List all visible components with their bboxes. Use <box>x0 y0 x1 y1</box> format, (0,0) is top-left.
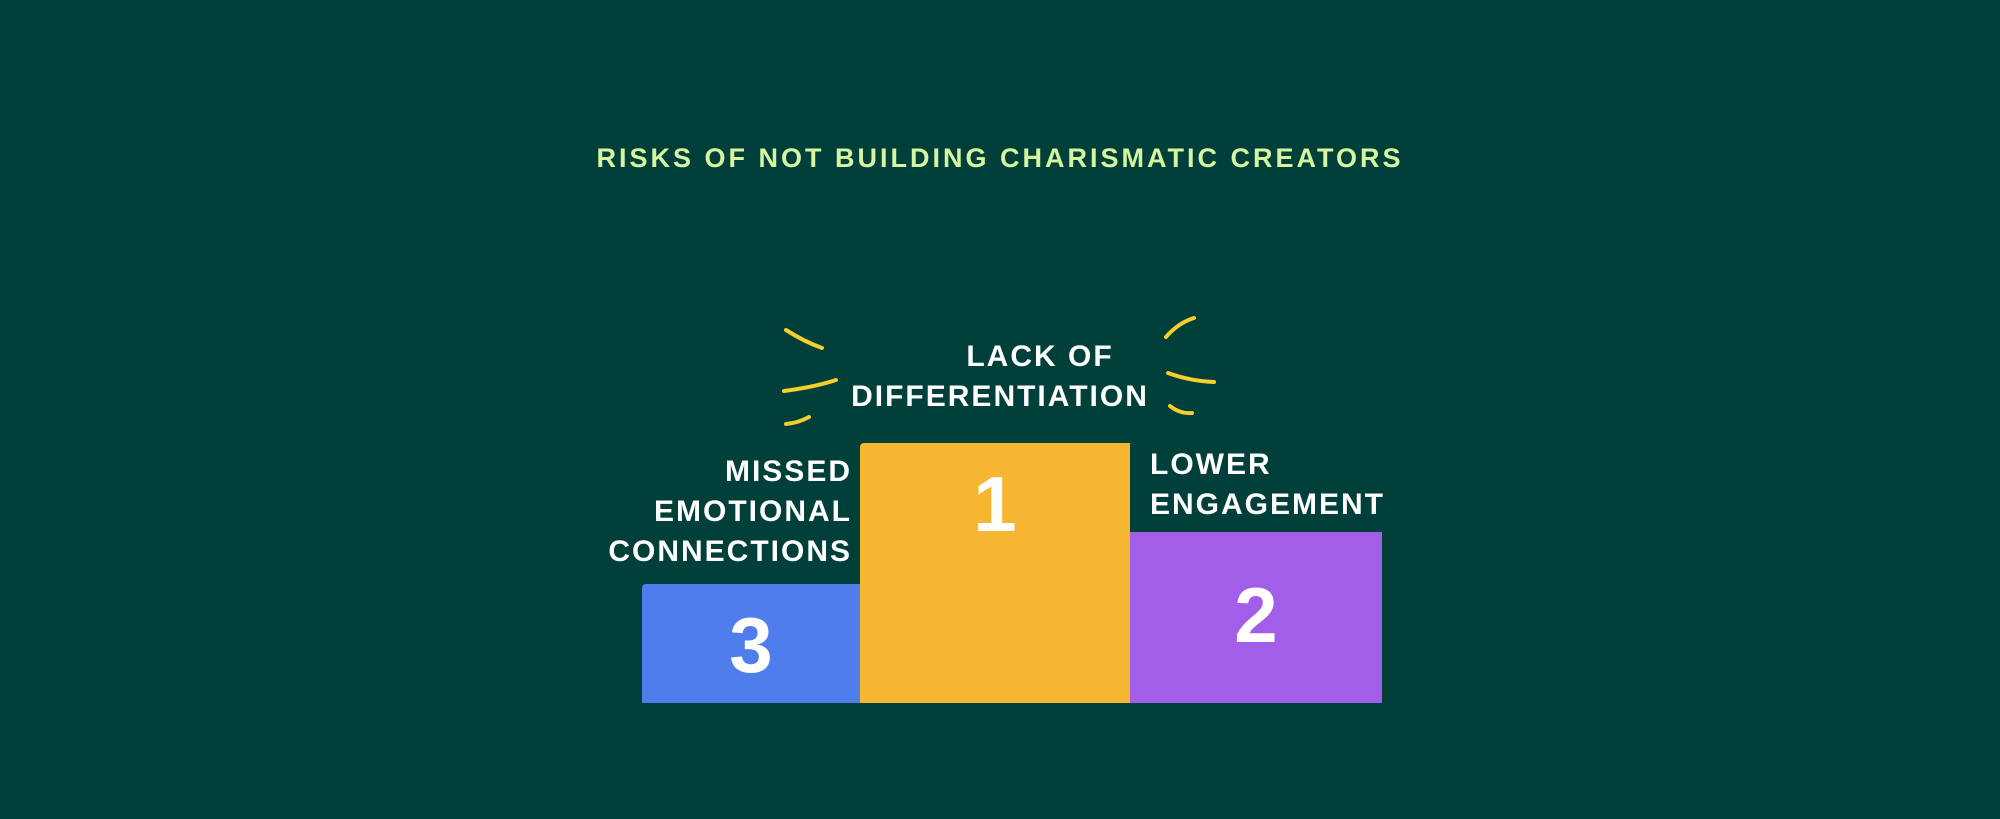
emphasis-stroke <box>1164 316 1196 339</box>
rank-number: 1 <box>973 460 1017 548</box>
rank-number: 3 <box>729 601 773 689</box>
emphasis-stroke <box>784 415 811 426</box>
emphasis-stroke <box>784 328 824 350</box>
emphasis-stroke <box>1166 371 1216 384</box>
label-line: Engagement <box>1150 488 1386 521</box>
label-line: Connections <box>608 535 852 568</box>
podium-block-2: 2 <box>1130 532 1382 703</box>
label-line: Differentiation <box>851 380 1149 413</box>
label-line: Lower <box>1150 448 1272 481</box>
label-line: Missed <box>724 455 852 488</box>
rank-number: 2 <box>1234 571 1278 659</box>
diagram-title: Risks of not building charismatic creato… <box>596 143 1404 173</box>
label-rank-2: Lower Engagement <box>1150 445 1385 525</box>
emphasis-stroke <box>1168 404 1194 416</box>
podium-block-3: 3 <box>642 584 860 703</box>
label-rank-1: Lack of Differentiation <box>840 337 1160 417</box>
emphasis-stroke <box>782 378 838 393</box>
label-rank-3: Missed Emotional Connections <box>540 452 852 572</box>
podium-block-1: 1 <box>860 443 1130 703</box>
label-line: Lack of <box>966 340 1114 373</box>
label-line: Emotional <box>654 495 852 528</box>
